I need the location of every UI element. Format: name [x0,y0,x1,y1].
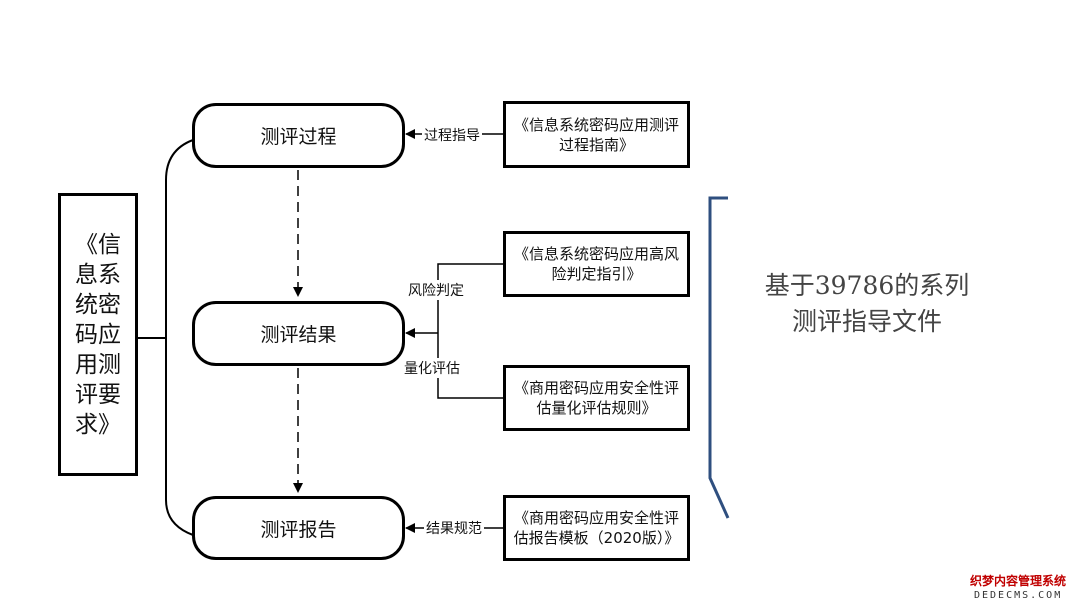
bracket-result-sources [437,263,503,399]
watermark-line1: 织梦内容管理系统 [970,574,1067,588]
source-quant-eval: 《商用密码应用安全性评 估量化评估规则》 [503,365,690,431]
blue-bracket [708,196,730,519]
left-connector [138,139,194,536]
label-process-guide: 过程指导 [422,125,482,145]
stage-report: 测评报告 [192,496,405,560]
label-risk: 风险判定 [406,280,466,300]
label-report-norm: 结果规范 [424,518,484,538]
label-quant: 量化评估 [402,358,462,378]
source-report-template: 《商用密码应用安全性评 估报告模板（2020版）》 [503,495,690,561]
watermark-line2: DEDECMS.COM [974,590,1063,601]
source-process-guide: 《信息系统密码应用测评 过程指南》 [503,101,690,168]
series-note: 基于39786的系列 测评指导文件 [764,271,970,336]
source-high-risk: 《信息系统密码应用高风 险判定指引》 [503,231,690,297]
standard-box: 《信 息系 统密 码应 用测 评要 求》 [58,193,138,476]
stage-result: 测评结果 [192,301,405,366]
stage-process: 测评过程 [192,103,405,168]
